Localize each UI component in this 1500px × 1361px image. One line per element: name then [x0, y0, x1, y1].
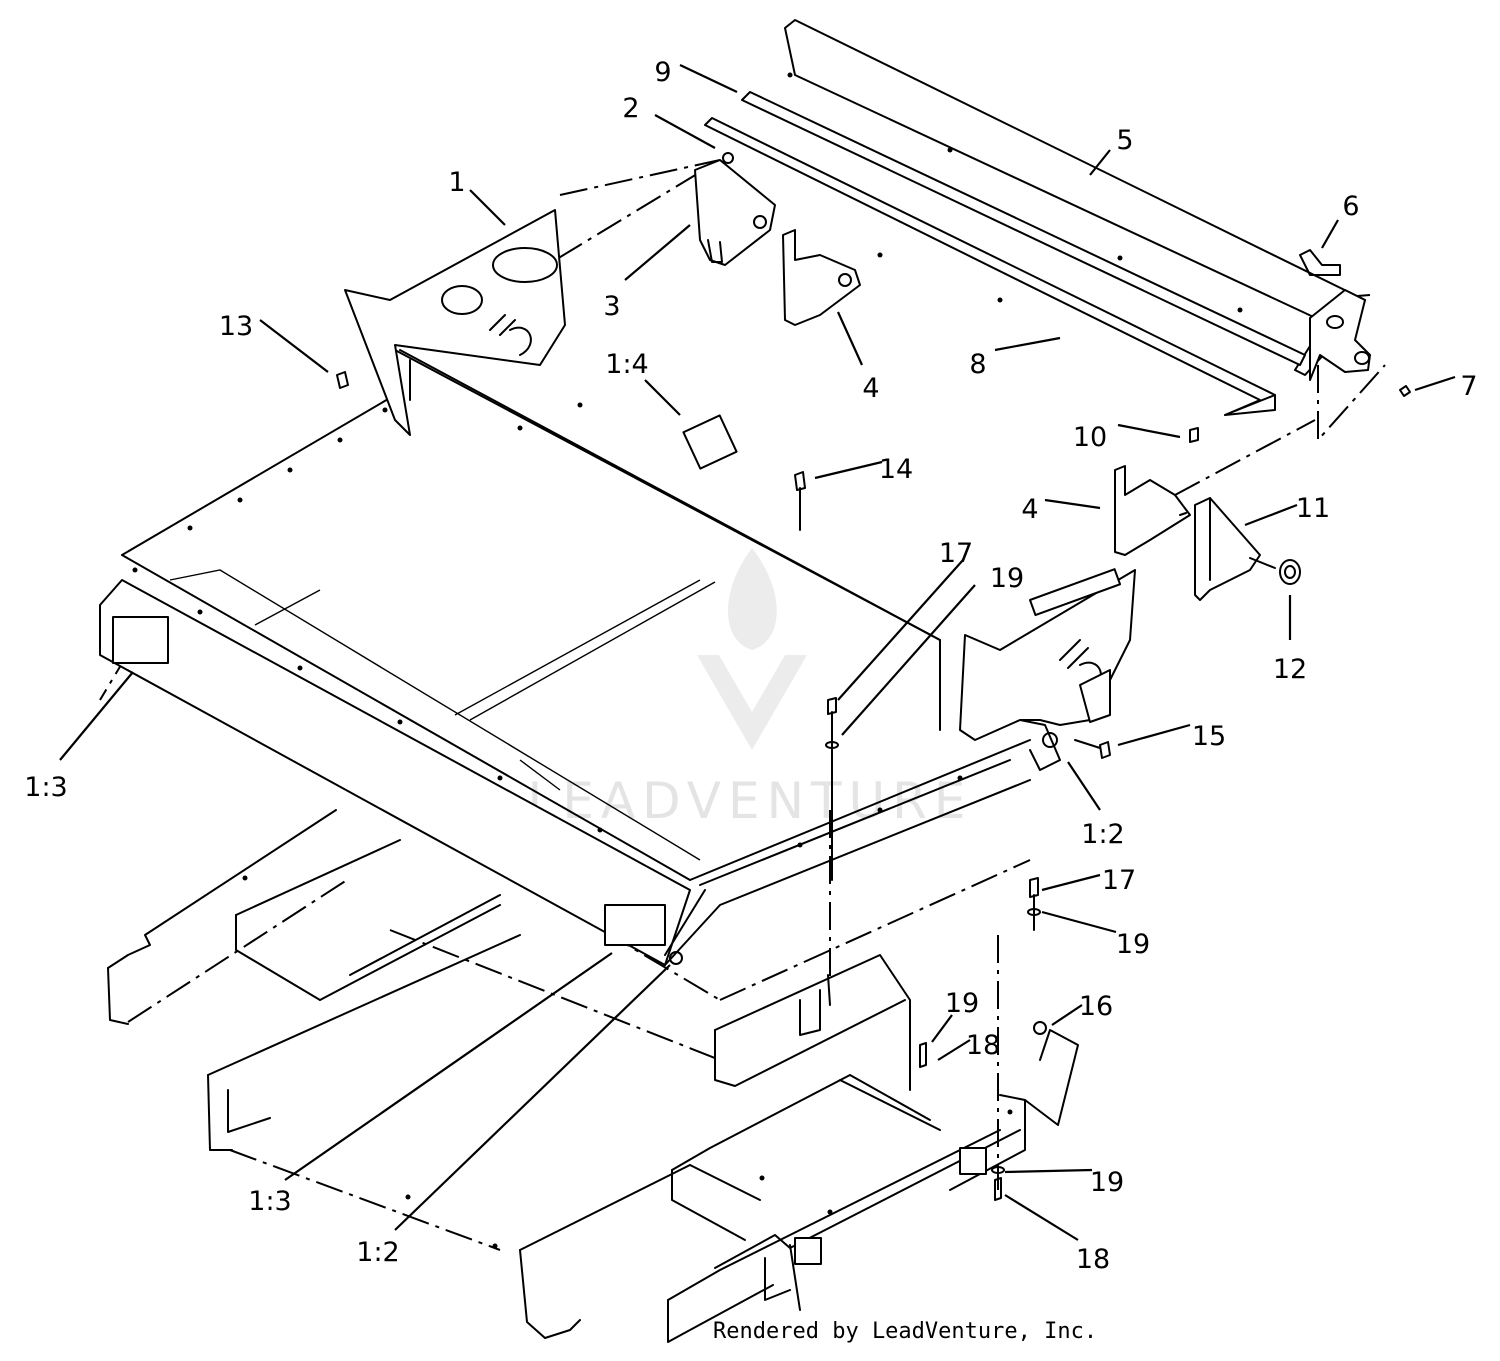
callout-c18a: 18	[966, 1030, 1000, 1061]
callout-c4a: 4	[862, 373, 879, 404]
callout-c1_3a: 1:3	[24, 772, 67, 803]
callout-c19c: 19	[945, 988, 979, 1019]
callout-c1_2a: 1:2	[1081, 819, 1124, 850]
callout-c13: 13	[219, 311, 253, 342]
callout-c1_4: 1:4	[605, 349, 648, 380]
callout-c19a: 19	[990, 563, 1024, 594]
callout-c19d: 19	[1090, 1167, 1124, 1198]
callout-c6: 6	[1342, 191, 1359, 222]
lower-frame	[107, 809, 1079, 1343]
rivet-holes	[132, 72, 1243, 1249]
main-deck	[99, 209, 1136, 966]
callout-c10: 10	[1073, 422, 1107, 453]
upper-parts	[336, 19, 1411, 1201]
callout-c16: 16	[1079, 991, 1113, 1022]
callout-c1: 1	[448, 167, 465, 198]
callout-c11: 11	[1296, 493, 1330, 524]
leader-lines	[59, 64, 1456, 1241]
callout-c9: 9	[654, 57, 671, 88]
callout-c5: 5	[1116, 125, 1133, 156]
callout-c19b: 19	[1116, 929, 1150, 960]
callout-c4b: 4	[1021, 494, 1038, 525]
render-credit: Rendered by LeadVenture, Inc.	[713, 1319, 1098, 1344]
callout-c15: 15	[1192, 721, 1226, 752]
callout-c1_3b: 1:3	[248, 1186, 291, 1217]
callout-c8: 8	[969, 349, 986, 380]
callout-c3: 3	[603, 291, 620, 322]
watermark-logo	[697, 548, 807, 750]
callout-c18b: 18	[1076, 1244, 1110, 1275]
watermark-text: LEADVENTURE	[528, 772, 973, 830]
callout-c12: 12	[1273, 654, 1307, 685]
callout-c7: 7	[1460, 371, 1477, 402]
callout-c17b: 17	[1102, 865, 1136, 896]
callout-c2: 2	[622, 93, 639, 124]
callout-c1_2b: 1:2	[356, 1237, 399, 1268]
callout-c14: 14	[879, 454, 913, 485]
callout-c17a: 17	[939, 538, 973, 569]
callout-labels: 1234456789101112131415161717181819191919…	[24, 57, 1477, 1275]
